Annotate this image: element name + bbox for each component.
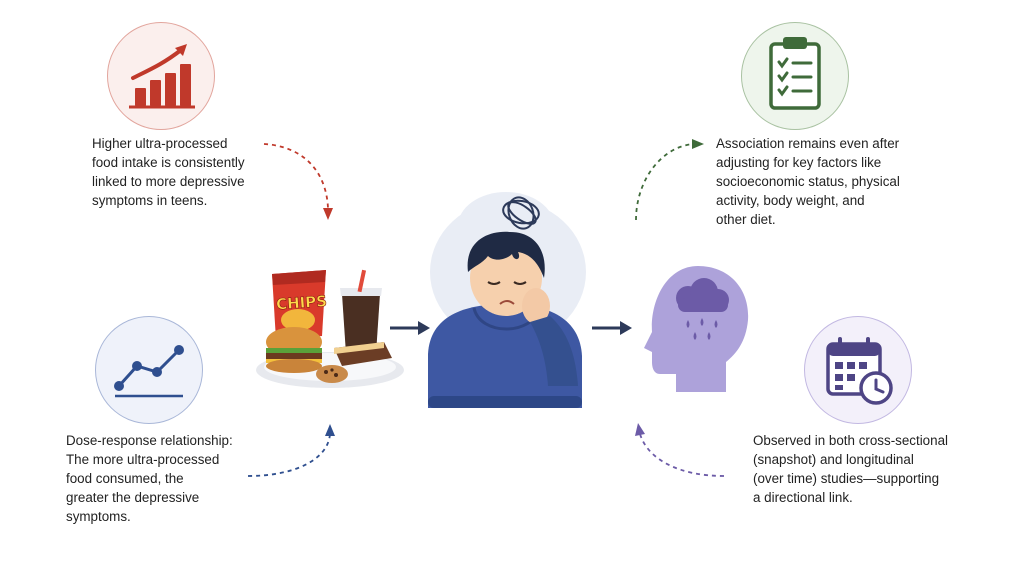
purple-dashed-arrow: [635, 423, 725, 477]
callout-top-left-text: Higher ultra-processed food intake is co…: [92, 136, 245, 208]
green-dashed-arrow: [635, 139, 704, 221]
rising-bar-chart-icon: [129, 44, 195, 109]
line-graph-icon: [114, 345, 184, 398]
red-dashed-arrow: [263, 143, 333, 220]
clipboard-checklist-icon: [769, 37, 821, 110]
blue-dashed-arrow: [247, 424, 335, 477]
calendar-clock-icon: [826, 337, 893, 405]
rain-cloud-head-icon: [644, 266, 749, 392]
chips-label: CHIPS: [275, 292, 327, 314]
callout-top-right-text: Association remains even after adjusting…: [716, 136, 900, 227]
callout-bottom-right-text: Observed in both cross-sectional (snapsh…: [753, 433, 949, 505]
rising-bar-chart-icon-circle: [107, 22, 215, 130]
sad-teen-icon: [428, 192, 586, 408]
junk-food-plate-icon: CHIPS: [256, 269, 404, 388]
arrow-teen-to-head: [592, 321, 632, 335]
callout-bottom-left-text: Dose-response relationship: The more ult…: [66, 433, 233, 524]
arrow-food-to-teen: [390, 321, 430, 335]
